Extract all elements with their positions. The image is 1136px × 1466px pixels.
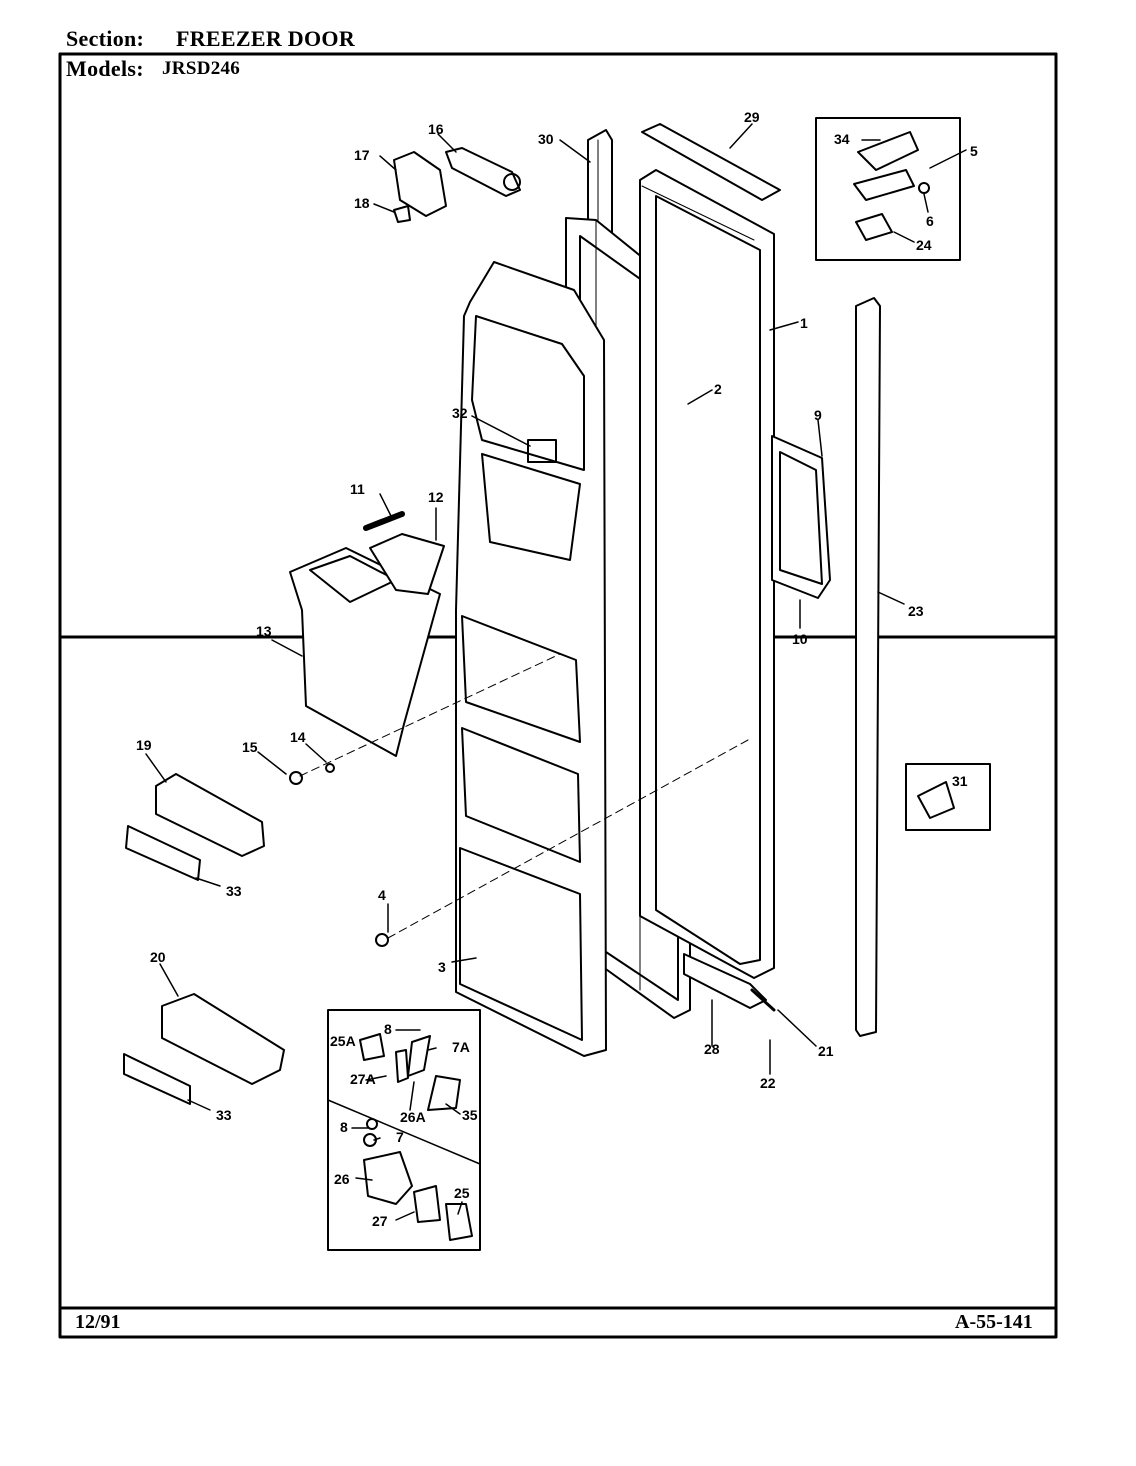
callout-8-bottom: 8 — [340, 1119, 348, 1135]
callout-23: 23 — [908, 603, 924, 619]
part-28-bracket — [683, 953, 767, 1009]
part-1-door-frame — [639, 169, 775, 979]
callout-7a: 7A — [452, 1039, 470, 1055]
callout-27a: 27A — [350, 1071, 376, 1087]
callout-26: 26 — [334, 1171, 350, 1187]
callout-34: 34 — [834, 131, 850, 147]
models-label: Models: — [66, 56, 144, 81]
callout-5: 5 — [970, 143, 978, 159]
callout-15: 15 — [242, 739, 258, 755]
callout-24: 24 — [916, 237, 932, 253]
callout-35: 35 — [462, 1107, 478, 1123]
part-17-switch — [393, 151, 447, 217]
callout-28: 28 — [704, 1041, 720, 1057]
page-border — [58, 52, 1058, 1339]
callout-20: 20 — [150, 949, 166, 965]
part-15-screw — [289, 771, 303, 785]
callout-22: 22 — [760, 1075, 776, 1091]
inset-31-box — [905, 763, 991, 831]
callout-30: 30 — [538, 131, 554, 147]
section-label: Section: — [66, 26, 145, 51]
callout-17: 17 — [354, 147, 370, 163]
footer-date: 12/91 — [75, 1311, 121, 1333]
callout-10: 10 — [792, 631, 808, 647]
footer-doc-number: A-55-141 — [955, 1311, 1033, 1333]
callout-14: 14 — [290, 729, 306, 745]
callout-11: 11 — [350, 481, 365, 497]
callout-27: 27 — [372, 1213, 388, 1229]
callout-3: 3 — [438, 959, 446, 975]
callout-12: 12 — [428, 489, 444, 505]
part-16-lever — [445, 147, 521, 197]
callout-19: 19 — [136, 737, 152, 753]
callout-4: 4 — [378, 887, 386, 903]
callout-16: 16 — [428, 121, 444, 137]
part-4-screw — [375, 933, 389, 947]
part-18-clip — [393, 205, 411, 223]
callout-33-top: 33 — [226, 883, 242, 899]
callout-29: 29 — [744, 109, 760, 125]
part-12-funnel — [369, 533, 445, 595]
part-19-tray — [125, 773, 265, 881]
callout-21: 21 — [818, 1043, 834, 1059]
part-23-strip — [855, 297, 881, 1037]
section-value: FREEZER DOOR — [176, 26, 356, 51]
callout-7: 7 — [396, 1129, 404, 1145]
callout-26a: 26A — [400, 1109, 426, 1125]
callout-32: 32 — [452, 405, 468, 421]
callout-6: 6 — [926, 213, 934, 229]
part-29-bracket — [641, 123, 781, 201]
callout-25a: 25A — [330, 1033, 356, 1049]
callout-2: 2 — [714, 381, 722, 397]
callout-1: 1 — [800, 315, 808, 331]
callout-31: 31 — [952, 773, 968, 789]
models-value: JRSD246 — [162, 58, 241, 79]
callout-13: 13 — [256, 623, 272, 639]
callout-9: 9 — [814, 407, 822, 423]
inset-hinge-box — [815, 117, 961, 261]
callout-18: 18 — [354, 195, 370, 211]
part-9-panel — [771, 435, 831, 599]
callout-33-bottom: 33 — [216, 1107, 232, 1123]
part-3-liner — [455, 261, 607, 1057]
part-14-washer — [325, 763, 335, 773]
callout-8-top: 8 — [384, 1021, 392, 1037]
part-20-tray — [123, 993, 285, 1105]
inset-hinge-bottom-box — [327, 1009, 481, 1251]
callout-25: 25 — [454, 1185, 470, 1201]
part-11-rod — [363, 511, 405, 531]
